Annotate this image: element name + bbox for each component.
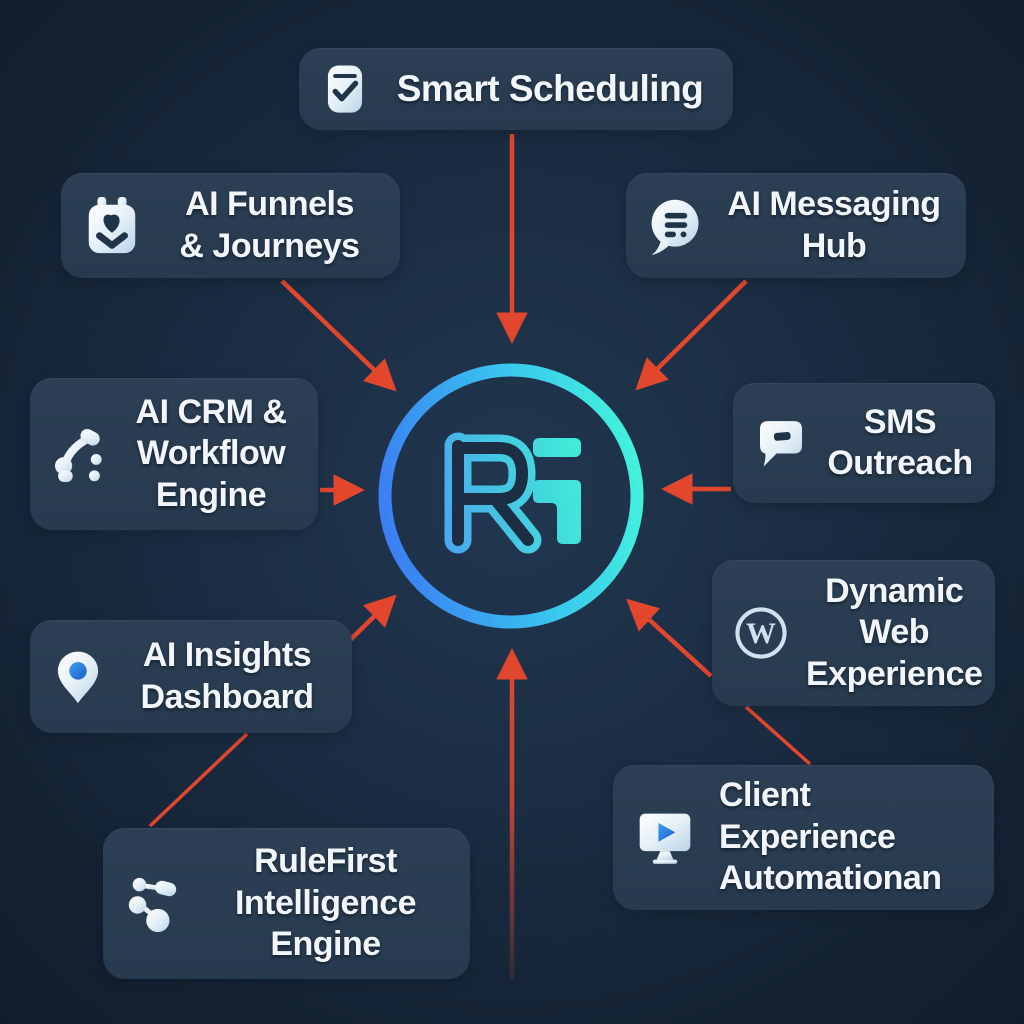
node-label: Smart Scheduling — [396, 68, 704, 110]
node-label: Dynamic Web Experience — [806, 571, 983, 693]
molecule-icon — [123, 872, 185, 936]
funnel-journeys-icon — [81, 195, 143, 257]
arrow-client-head — [626, 598, 713, 678]
chat-bubble-icon — [646, 195, 706, 257]
node-client-experience-automation: Client Experience Automationan — [613, 765, 994, 910]
sms-bubble-icon — [753, 415, 809, 471]
svg-text:W: W — [746, 617, 776, 650]
map-pin-icon — [50, 647, 106, 707]
node-sms-outreach: SMS Outreach — [733, 383, 995, 503]
node-label: AI CRM & Workflow Engine — [135, 392, 287, 514]
node-label: AI Funnels & Journeys — [179, 185, 360, 265]
arrow-rulefirst-segment — [148, 732, 249, 828]
node-dynamic-web-experience: W Dynamic Web Experience — [712, 560, 995, 706]
logo-letter-r — [444, 432, 542, 554]
node-rulefirst-intelligence-engine: RuleFirst Intelligence Engine — [103, 828, 470, 979]
node-smart-scheduling: Smart Scheduling — [299, 48, 733, 130]
arrow-client-segment — [744, 705, 812, 766]
ri-logo — [378, 363, 644, 629]
node-ai-messaging-hub: AI Messaging Hub — [626, 173, 966, 278]
monitor-play-icon — [633, 808, 697, 868]
node-label: AI Insights Dashboard — [140, 636, 314, 716]
node-label: RuleFirst Intelligence Engine — [234, 842, 417, 964]
node-ai-funnels-journeys: AI Funnels & Journeys — [61, 173, 400, 278]
node-ai-insights-dashboard: AI Insights Dashboard — [30, 620, 352, 733]
arrow-ai-messaging — [635, 279, 748, 391]
node-ai-crm-workflow-engine: AI CRM & Workflow Engine — [30, 378, 318, 530]
wordpress-icon: W — [732, 604, 790, 662]
arrow-ai-funnels — [280, 279, 397, 392]
workflow-nodes-icon — [50, 425, 108, 483]
calendar-check-icon — [319, 60, 371, 118]
logo-mark-i — [533, 438, 581, 544]
logo-ring — [378, 363, 644, 629]
node-label: AI Messaging Hub — [727, 185, 941, 265]
node-label: Client Experience Automationan — [719, 776, 942, 898]
node-label: SMS Outreach — [827, 402, 973, 482]
arrow-rulefirst-head — [345, 594, 397, 645]
